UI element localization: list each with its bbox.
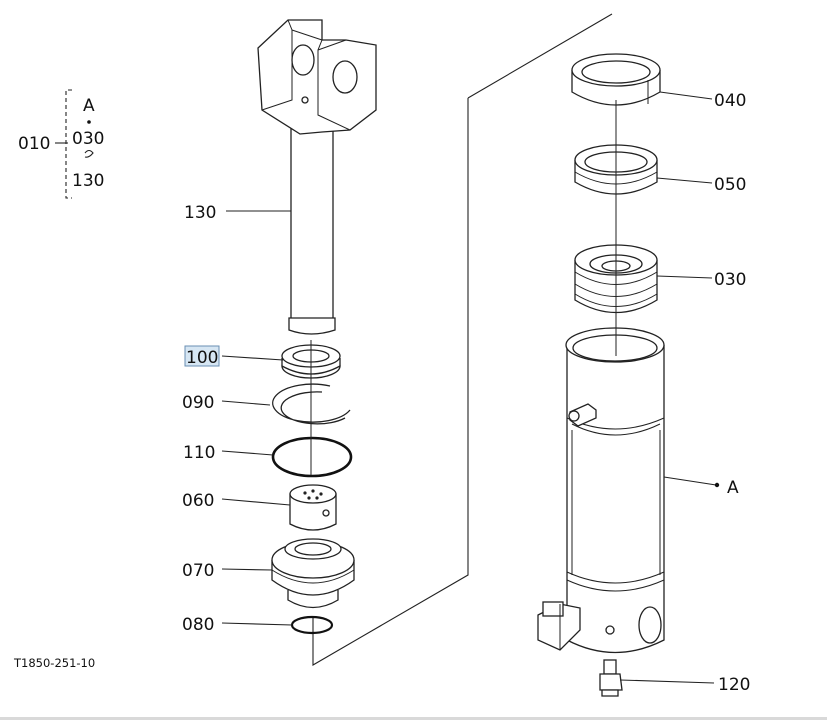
section-boundary-line xyxy=(312,13,613,666)
callout-120: 120 xyxy=(718,675,750,695)
wear-ring-040 xyxy=(571,53,661,106)
piston-060 xyxy=(289,484,337,531)
grease-fitting-120 xyxy=(599,659,623,697)
bottom-border xyxy=(0,717,827,720)
assembly-member-030: 030 xyxy=(72,129,104,149)
callout-130: 130 xyxy=(184,203,216,223)
piston-rod-130 xyxy=(257,19,377,335)
o-ring-080 xyxy=(290,615,334,635)
callout-080: 080 xyxy=(182,615,214,635)
assembly-label: 010 xyxy=(18,134,50,154)
callout-100[interactable]: 100 xyxy=(186,348,218,368)
o-ring-110 xyxy=(271,436,353,478)
callout-050: 050 xyxy=(714,175,746,195)
callout-100-highlight xyxy=(184,345,220,367)
callout-110: 110 xyxy=(183,443,215,463)
assembly-member-130: 130 xyxy=(72,171,104,191)
snap-ring-090 xyxy=(272,383,351,425)
callout-030: 030 xyxy=(714,270,746,290)
callout-090: 090 xyxy=(182,393,214,413)
assembly-group: 010 A 030 130 xyxy=(18,89,104,199)
cylinder-tube-a xyxy=(537,327,665,654)
callout-070: 070 xyxy=(182,561,214,581)
callout-a: A xyxy=(727,478,739,498)
callout-060: 060 xyxy=(182,491,214,511)
drawing-code: T1850-251-10 xyxy=(13,656,95,670)
leader-lines xyxy=(221,91,720,684)
assembly-member-a: A xyxy=(83,96,95,116)
gland-070 xyxy=(271,538,355,609)
callout-040: 040 xyxy=(714,91,746,111)
